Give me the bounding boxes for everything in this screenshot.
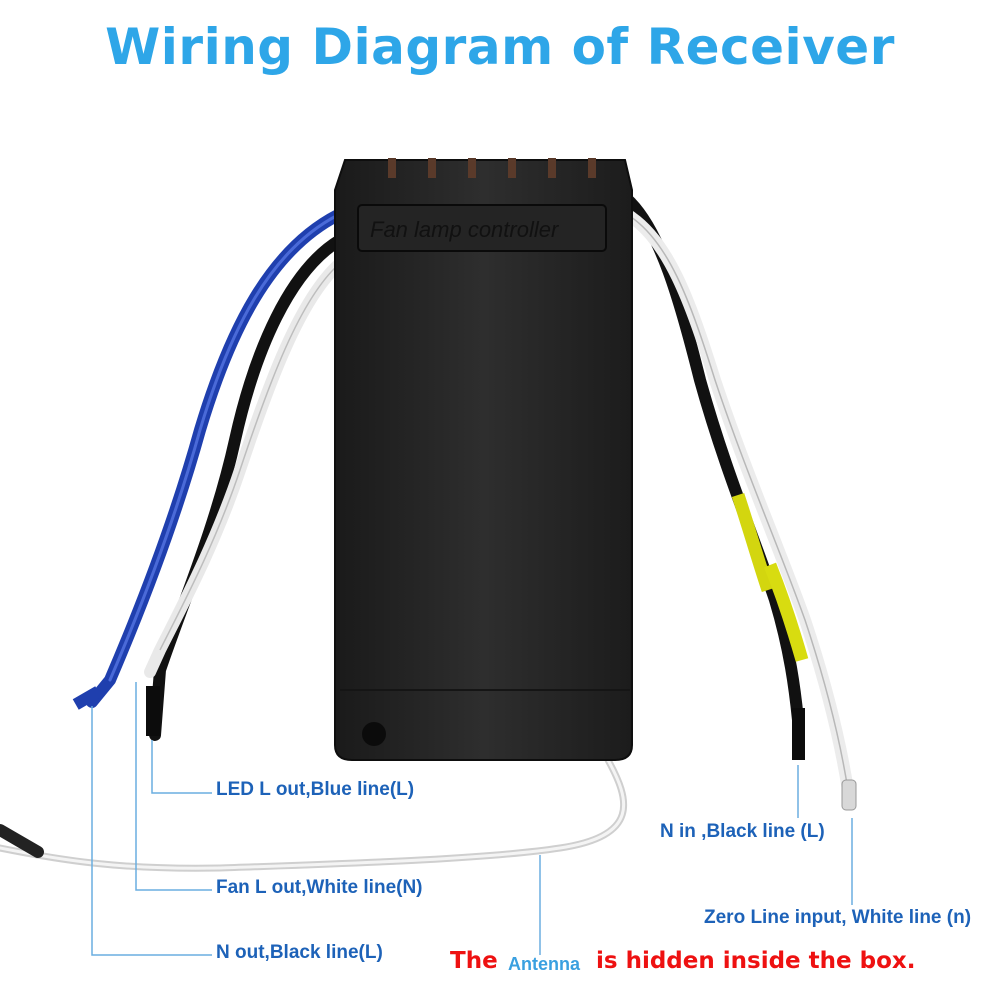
callout-fan xyxy=(135,682,212,891)
wire-black-n-in xyxy=(622,194,804,726)
receiver-box: Fan lamp controller xyxy=(334,158,633,761)
yellow-tape-black xyxy=(731,492,775,593)
label-n-in: N in ,Black line (L) xyxy=(660,821,825,842)
wire-blue-led-out xyxy=(86,209,344,708)
label-n-out: N out,Black line(L) xyxy=(216,942,383,963)
callout-lines xyxy=(91,682,853,956)
label-led-out: LED L out,Blue line(L) xyxy=(216,779,415,800)
yellow-tape-white xyxy=(763,562,809,662)
diagram-title: Wiring Diagram of Receiver xyxy=(105,18,895,76)
black-wire-end-right xyxy=(792,708,805,760)
device-label: Fan lamp controller xyxy=(370,217,560,242)
black-wire-end xyxy=(146,686,160,736)
antenna-tip xyxy=(0,824,44,858)
footnote-the: The xyxy=(450,948,498,974)
footnote-rest: is hidden inside the box. xyxy=(596,948,916,974)
antenna-hole xyxy=(362,722,386,746)
callout-led xyxy=(151,740,212,794)
blue-wire-end xyxy=(72,686,102,710)
callout-nout xyxy=(91,706,212,956)
footnote-antenna: Antenna xyxy=(508,954,580,974)
label-zero-in: Zero Line input, White line (n) xyxy=(704,907,972,928)
label-fan-out: Fan L out,White line(N) xyxy=(216,877,423,898)
white-wire-end-right xyxy=(841,779,857,811)
